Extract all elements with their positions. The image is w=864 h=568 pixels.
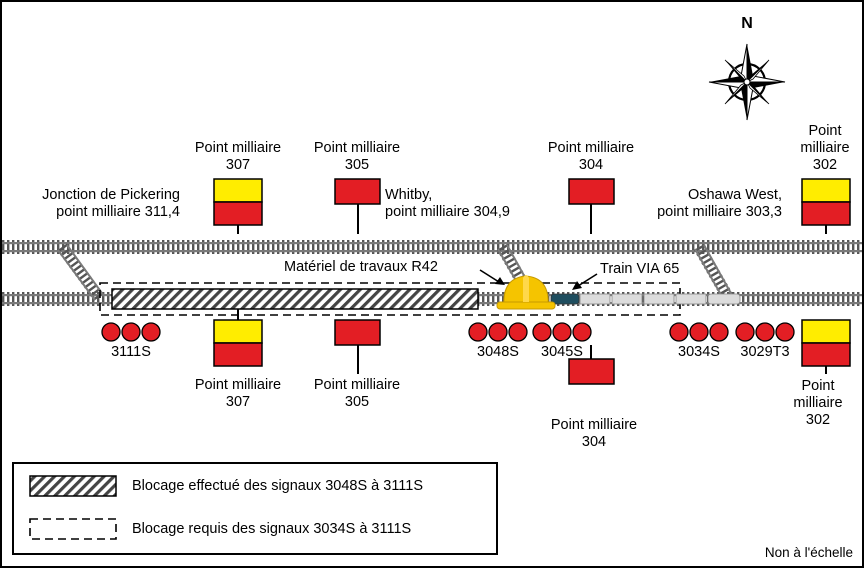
pickering-line1: Jonction de Pickering: [42, 187, 180, 203]
signal-label-3045S: 3045S: [541, 344, 583, 360]
milepost-305-bottom-title: Point milliaire: [313, 377, 401, 393]
signal-label-3034S: 3034S: [678, 344, 720, 360]
crossover-pickering: [57, 243, 105, 303]
effected-block-bar: [111, 288, 479, 310]
milepost-305-bottom-label: Point milliaire 305: [314, 377, 400, 411]
signal-3111S: [101, 322, 161, 342]
milepost-304-bottom-number: 304: [581, 434, 607, 450]
signal-label-3048S: 3048S: [477, 344, 519, 360]
milepost-sign-304-bottom: [568, 345, 615, 385]
milepost-304-top-label: Point milliaire 304: [548, 140, 634, 174]
milepost-302-bottom-label: Point milliaire 302: [793, 378, 842, 429]
whitby-label: Whitby, point milliaire 304,9: [385, 187, 510, 221]
milepost-302-top-title: Point: [808, 123, 842, 139]
signal-3048S: [468, 322, 528, 342]
compass-north-label: N: [741, 15, 753, 32]
compass-icon: [708, 43, 786, 121]
legend-dashed-swatch: [29, 518, 117, 540]
milepost-302-bottom-title: Point: [801, 378, 835, 394]
legend-requested-block-label: Blocage requis des signaux 3034S à 3111S: [132, 521, 412, 537]
milepost-307-bottom-label: Point milliaire 307: [195, 377, 281, 411]
milepost-304-top-title: Point milliaire: [547, 140, 635, 156]
milepost-307-bottom-number: 307: [225, 394, 251, 410]
signal-3045S: [532, 322, 592, 342]
scale-note: Non à l'échelle: [764, 545, 853, 560]
milepost-305-top-label: Point milliaire 305: [314, 140, 400, 174]
milepost-sign-305-top: [334, 178, 381, 234]
top-track: [2, 240, 862, 254]
milepost-sign-304-top: [568, 178, 615, 234]
milepost-302-bottom-number: 302: [805, 412, 831, 428]
pickering-line2: point milliaire 311,4: [56, 204, 180, 220]
legend: [12, 462, 498, 555]
milepost-sign-302-bottom: [801, 319, 851, 374]
oshawa-line1: Oshawa West,: [687, 187, 782, 203]
milepost-sign-305-bottom: [334, 319, 381, 374]
arrow-work-equipment: [479, 269, 505, 285]
milepost-305-bottom-number: 305: [344, 394, 370, 410]
crossover-oshawa: [693, 244, 735, 302]
legend-hatch-swatch: [29, 475, 117, 497]
milepost-sign-307-top: [213, 178, 263, 234]
milepost-307-top-number: 307: [225, 157, 251, 173]
milepost-sign-302-top: [801, 178, 851, 234]
oshawa-line2: point milliaire 303,3: [657, 204, 782, 220]
oshawa-label: Oshawa West, point milliaire 303,3: [657, 187, 782, 221]
milepost-305-top-number: 305: [344, 157, 370, 173]
signal-3029T3: [735, 322, 795, 342]
milepost-304-bottom-label: Point milliaire 304: [551, 417, 637, 451]
work-equipment-label: Matériel de travaux R42: [284, 259, 438, 275]
requested-block-outline: [99, 282, 681, 316]
signal-label-3111S: 3111S: [111, 344, 151, 360]
milepost-302-top-number: 302: [812, 157, 838, 173]
signal-3034S: [669, 322, 729, 342]
milepost-302-top-title2: milliaire: [800, 140, 850, 156]
legend-effected-block-label: Blocage effectué des signaux 3048S à 311…: [132, 478, 424, 494]
whitby-line2: point milliaire 304,9: [385, 204, 510, 220]
milepost-sign-307-bottom: [213, 309, 263, 367]
milepost-302-top-label: Point milliaire 302: [800, 123, 849, 174]
pickering-label: Jonction de Pickering point milliaire 31…: [42, 187, 180, 221]
milepost-307-bottom-title: Point milliaire: [194, 377, 282, 393]
arrow-train: [572, 273, 598, 290]
milepost-304-bottom-title: Point milliaire: [550, 417, 638, 433]
signal-label-3029T3: 3029T3: [740, 344, 790, 360]
milepost-307-top-title: Point milliaire: [194, 140, 282, 156]
milepost-302-bottom-title2: milliaire: [793, 395, 843, 411]
milepost-305-top-title: Point milliaire: [313, 140, 401, 156]
hard-hat-icon: [496, 275, 556, 310]
milepost-307-top-label: Point milliaire 307: [195, 140, 281, 174]
train-label: Train VIA 65: [600, 261, 680, 277]
milepost-304-top-number: 304: [578, 157, 604, 173]
via-train: [550, 293, 741, 305]
whitby-line1: Whitby,: [385, 187, 433, 203]
